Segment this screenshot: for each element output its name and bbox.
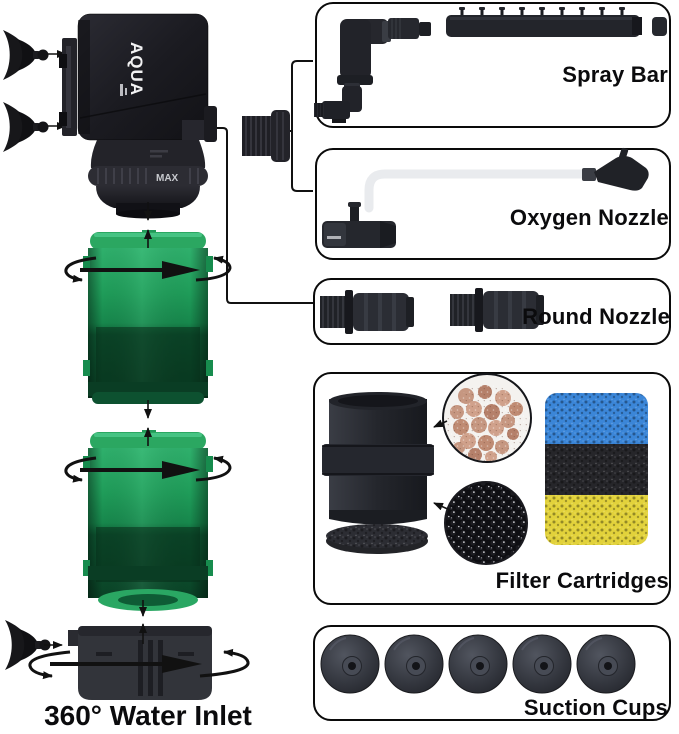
filter-cartridge-1 xyxy=(83,230,213,404)
label-round-nozzle: Round Nozzle xyxy=(522,304,670,329)
mounting-bracket xyxy=(59,38,77,136)
rotation-arrow-cartridge-2 xyxy=(64,455,232,483)
suction-cup xyxy=(384,634,444,694)
label-oxygen-nozzle: Oxygen Nozzle xyxy=(509,205,669,230)
ceramic-ball-media-photo xyxy=(442,373,532,463)
assembly-arrows xyxy=(139,202,152,644)
suction-cup xyxy=(448,634,508,694)
rotation-arrow-cartridge-1 xyxy=(64,255,232,283)
label-filter-cartridges: Filter Cartridges xyxy=(495,568,669,593)
oxygen-air-tube xyxy=(364,169,589,213)
suction-cup xyxy=(576,634,636,694)
wall-suction-cup-pair-middle xyxy=(3,102,49,152)
media-canister xyxy=(322,392,434,525)
spray-bar-end-cap xyxy=(652,17,667,36)
attach-arrows xyxy=(44,50,67,649)
wall-suction-cup-bottom xyxy=(5,620,51,670)
connector-line-adapter-branch xyxy=(290,60,313,192)
outlet-adapter xyxy=(242,110,290,162)
label-suction-cups: Suction Cups xyxy=(523,695,668,720)
brand-logo-text: AQUA xyxy=(127,42,146,96)
black-sponge-disc xyxy=(326,524,428,554)
spray-bar-tube xyxy=(446,7,642,37)
oxygen-nozzle-tip xyxy=(582,147,649,191)
logo-subtext-mark xyxy=(120,84,127,96)
suction-cup xyxy=(320,634,380,694)
pump-head: AQUA xyxy=(77,13,217,142)
rotation-arrow-water-inlet xyxy=(28,648,250,680)
sponge-stack xyxy=(545,393,648,545)
media-pointer-arrows xyxy=(433,419,451,511)
connector-line-pump-to-round-nozzle xyxy=(210,127,313,304)
bio-ball-media-photo xyxy=(444,481,528,565)
spray-bar-connector xyxy=(388,18,431,39)
spray-bar-elbow-large xyxy=(337,19,391,85)
spray-bar-elbow-small xyxy=(314,83,362,123)
oxygen-air-valve xyxy=(322,202,396,248)
round-nozzle-1 xyxy=(320,290,414,334)
round-nozzle-2 xyxy=(450,288,544,332)
pump-outlet xyxy=(204,106,217,142)
caption-water-inlet: 360° Water Inlet xyxy=(44,700,252,731)
suction-cup-set xyxy=(320,634,636,694)
wall-suction-cup-pair-top xyxy=(3,30,49,80)
max-marking: MAX xyxy=(156,173,179,184)
label-spray-bar: Spray Bar xyxy=(562,62,668,87)
suction-cup xyxy=(512,634,572,694)
filter-cartridge-2 xyxy=(83,430,213,611)
